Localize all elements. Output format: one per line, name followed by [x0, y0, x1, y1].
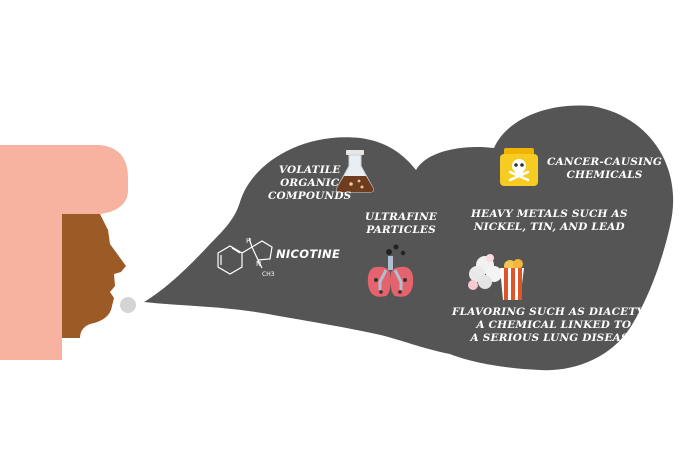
label-line: A SERIOUS LUNG DISEASE — [470, 332, 638, 344]
flask-icon — [335, 150, 375, 193]
label-line: FLAVORING SUCH AS DIACETYL, — [452, 306, 656, 318]
label-line: ULTRAFINE — [365, 211, 438, 223]
label-line: VOLATILE — [278, 164, 341, 176]
label-line: CANCER-CAUSING — [547, 156, 663, 168]
poison-jar-icon — [500, 148, 538, 186]
label-line: HEAVY METALS SUCH AS — [471, 208, 628, 220]
label-line: NICKEL, TIN, AND LEAD — [473, 221, 625, 233]
molecule-n-label: N — [256, 260, 261, 268]
label-heavy-metals: HEAVY METALS SUCH AS NICKEL, TIN, AND LE… — [471, 208, 628, 234]
molecule-h-label: H — [246, 237, 251, 245]
label-line: ORGANIC — [280, 177, 340, 189]
label-flavoring-diacetyl: FLAVORING SUCH AS DIACETYL, A CHEMICAL L… — [452, 306, 656, 345]
vapor-cloud — [144, 105, 674, 371]
popcorn-icon — [468, 254, 524, 300]
label-line: COMPOUNDS — [268, 190, 352, 202]
label-volatile-organic-compounds: VOLATILE ORGANIC COMPOUNDS — [268, 164, 351, 203]
lungs-icon — [367, 244, 414, 297]
label-ultrafine-particles: ULTRAFINE PARTICLES — [365, 211, 437, 237]
nicotine-molecule-icon — [217, 237, 273, 275]
label-line: CHEMICALS — [566, 169, 643, 181]
person-head-icon — [0, 145, 128, 360]
label-line: A CHEMICAL LINKED TO — [476, 319, 632, 331]
label-nicotine: NICOTINE — [276, 247, 341, 261]
molecule-ch3-label: CH3 — [262, 271, 275, 278]
breath-bubble — [120, 297, 136, 313]
label-cancer-causing-chemicals: CANCER-CAUSING CHEMICALS — [547, 156, 662, 182]
label-line: PARTICLES — [366, 224, 436, 236]
